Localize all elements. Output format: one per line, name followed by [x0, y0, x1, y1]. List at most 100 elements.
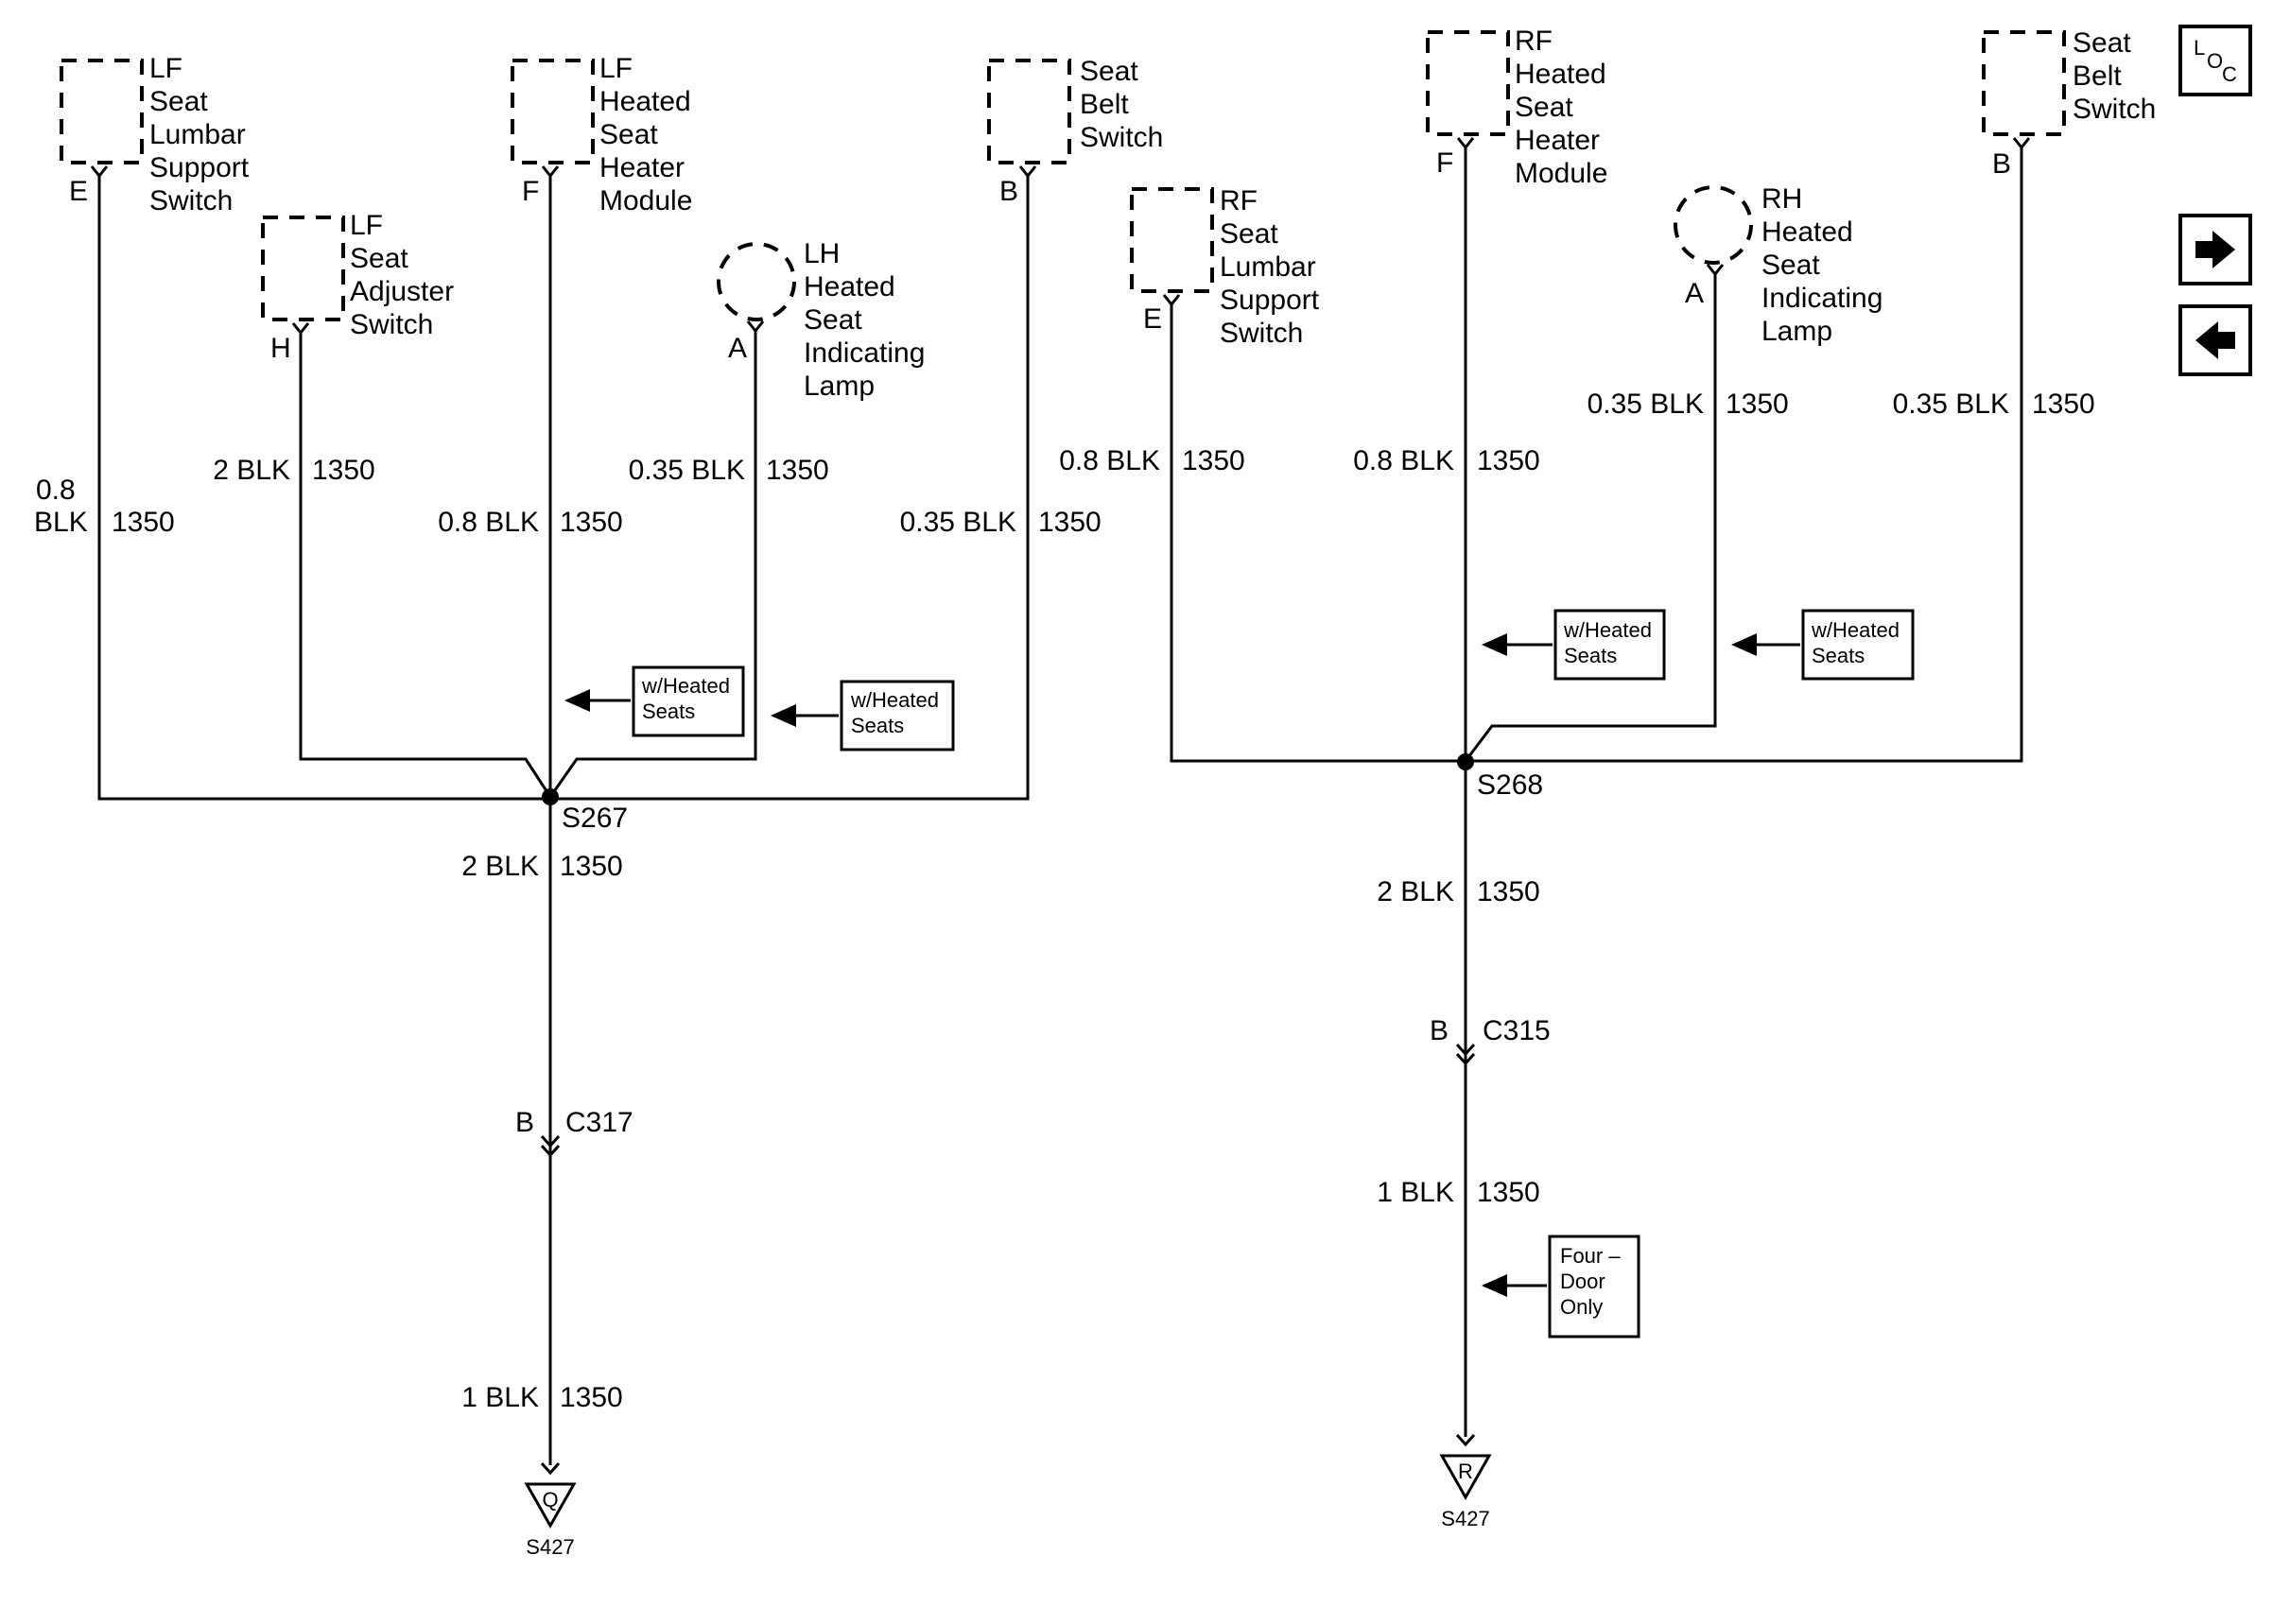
- note-text: w/Heated Seats: [1563, 618, 1657, 667]
- wire-size-label: 0.35 BLK: [629, 455, 745, 486]
- ground-letter: R: [1458, 1460, 1473, 1483]
- arrow-right-glyph: [2195, 231, 2235, 268]
- wire-size-label: 0.35 BLK: [900, 507, 1016, 538]
- circuit-label: 1350: [1726, 389, 1789, 420]
- connector-c317: B C317: [515, 1107, 633, 1158]
- left-wire-labels: 0.8 BLK 1350 2 BLK 1350 0.8 BLK 1350 0.3…: [34, 455, 1102, 1413]
- connector-terminal: [746, 320, 765, 334]
- component-label: LF Seat Lumbar Support Switch: [149, 53, 256, 216]
- right-heated-seats-note-b: w/Heated Seats: [1731, 609, 1915, 681]
- pin-label: A: [728, 333, 747, 364]
- ground-name: S427: [1441, 1507, 1489, 1530]
- loc-letter-c: C: [2222, 62, 2237, 86]
- arrow-left-icon[interactable]: [2178, 304, 2252, 376]
- wire-adjuster: [299, 333, 552, 798]
- left-heated-seats-note-a: w/Heated Seats: [564, 665, 745, 737]
- circuit-label: 1350: [1038, 507, 1102, 538]
- connector-terminal: [1162, 294, 1181, 307]
- component-label: Seat Belt Switch: [1080, 56, 1163, 153]
- component-label: RH Heated Seat Indicating Lamp: [1761, 183, 1891, 347]
- connector-symbol: [1455, 1043, 1476, 1066]
- left-heated-seats-note-b: w/Heated Seats: [771, 680, 955, 752]
- ground-s427-q: Q S427: [524, 1461, 577, 1559]
- component-outline: [60, 59, 144, 164]
- lf-seat-lumbar-support-switch: LF Seat Lumbar Support Switch E: [60, 53, 256, 216]
- component-outline: [1674, 185, 1753, 265]
- note-text: w/Heated Seats: [1811, 618, 1905, 667]
- component-outline: [1130, 187, 1214, 293]
- connector-terminal: [291, 322, 310, 336]
- component-outline: [261, 216, 345, 321]
- arrow-left-glyph: [2195, 321, 2235, 359]
- circuit-label: 1350: [766, 455, 829, 486]
- splice-dot: [1457, 753, 1474, 770]
- wire-lamp: [548, 331, 757, 798]
- component-outline: [1982, 30, 2066, 136]
- wire-size-label: 0.8: [36, 475, 76, 506]
- lf-heated-seat-heater-module: LF Heated Seat Heater Module F: [511, 53, 699, 216]
- connector-terminal: [1018, 165, 1037, 179]
- lf-seat-adjuster-switch: LF Seat Adjuster Switch H: [261, 210, 461, 364]
- connector-name-label: C317: [565, 1107, 633, 1138]
- circuit-label: 1350: [1182, 445, 1245, 476]
- circuit-label: 1350: [2032, 389, 2095, 420]
- ground-name: S427: [526, 1535, 574, 1559]
- connector-terminal: [541, 165, 560, 179]
- connector-terminal: [90, 165, 109, 179]
- ground-terminal: [540, 1461, 561, 1476]
- note-box: [632, 665, 745, 737]
- note-box: [1553, 609, 1666, 681]
- wire-size-label: 0.8 BLK: [1353, 445, 1454, 476]
- ground-symbol: [1439, 1454, 1492, 1501]
- wire-size-label: 1 BLK: [461, 1382, 539, 1413]
- circuit-label: 1350: [1477, 1177, 1540, 1208]
- connector-terminal: [1706, 264, 1725, 277]
- pin-label: F: [1436, 147, 1453, 179]
- rf-heated-seat-heater-module: RF Heated Seat Heater Module F: [1426, 26, 1607, 189]
- pin-label: F: [522, 176, 539, 207]
- note-box: [840, 680, 955, 752]
- next-page-button[interactable]: [2178, 214, 2252, 285]
- component-outline: [511, 59, 595, 164]
- left-wiring: [97, 176, 1030, 1465]
- pin-label: E: [69, 176, 88, 207]
- component-label: LF Heated Seat Heater Module: [599, 53, 699, 216]
- wire-size-label: 0.8 BLK: [1059, 445, 1160, 476]
- connector-pin-label: B: [1430, 1015, 1449, 1046]
- component-outline: [717, 242, 796, 321]
- note-box: [1801, 609, 1915, 681]
- connector-pin-label: B: [515, 1107, 534, 1138]
- right-wiring: [1170, 147, 2023, 1437]
- component-label: LF Seat Adjuster Switch: [350, 210, 461, 340]
- wire-size-label: 2 BLK: [1377, 876, 1454, 907]
- note-box: [1548, 1235, 1640, 1339]
- circuit-label: 1350: [312, 455, 375, 486]
- rh-heated-seat-indicating-lamp: RH Heated Seat Indicating Lamp A: [1674, 183, 1891, 347]
- connector-symbol: [540, 1134, 561, 1158]
- ground-s427-r: R S427: [1439, 1433, 1492, 1530]
- connector-c315: B C315: [1430, 1015, 1551, 1066]
- connector-terminal: [2012, 137, 2031, 150]
- ground-letter: Q: [542, 1488, 558, 1512]
- loc-icon[interactable]: [2178, 25, 2252, 96]
- note-text: w/Heated Seats: [850, 688, 945, 737]
- wire-size-label: 2 BLK: [213, 455, 290, 486]
- splice-label: S267: [562, 803, 628, 834]
- wire-lumbar-and-belt: [1170, 147, 2023, 763]
- loc-letter-o: O: [2207, 49, 2223, 73]
- lf-seat-belt-switch: Seat Belt Switch B: [987, 56, 1163, 207]
- right-heated-seats-note-a: w/Heated Seats: [1482, 609, 1666, 681]
- previous-page-button[interactable]: [2178, 304, 2252, 376]
- circuit-label: 1350: [560, 507, 623, 538]
- circuit-label: 1350: [1477, 876, 1540, 907]
- four-door-only-note: Four – Door Only: [1482, 1235, 1640, 1339]
- circuit-label: 1350: [1477, 445, 1540, 476]
- circuit-label: 1350: [112, 507, 175, 538]
- component-label: Seat Belt Switch: [2073, 27, 2156, 125]
- pin-label: B: [1992, 148, 2011, 180]
- location-button[interactable]: L O C: [2178, 25, 2252, 96]
- wire-lumbar-and-belt: [97, 176, 1030, 801]
- circuit-label: 1350: [560, 1382, 623, 1413]
- note-text: w/Heated Seats: [641, 674, 736, 723]
- pin-label: E: [1143, 303, 1162, 335]
